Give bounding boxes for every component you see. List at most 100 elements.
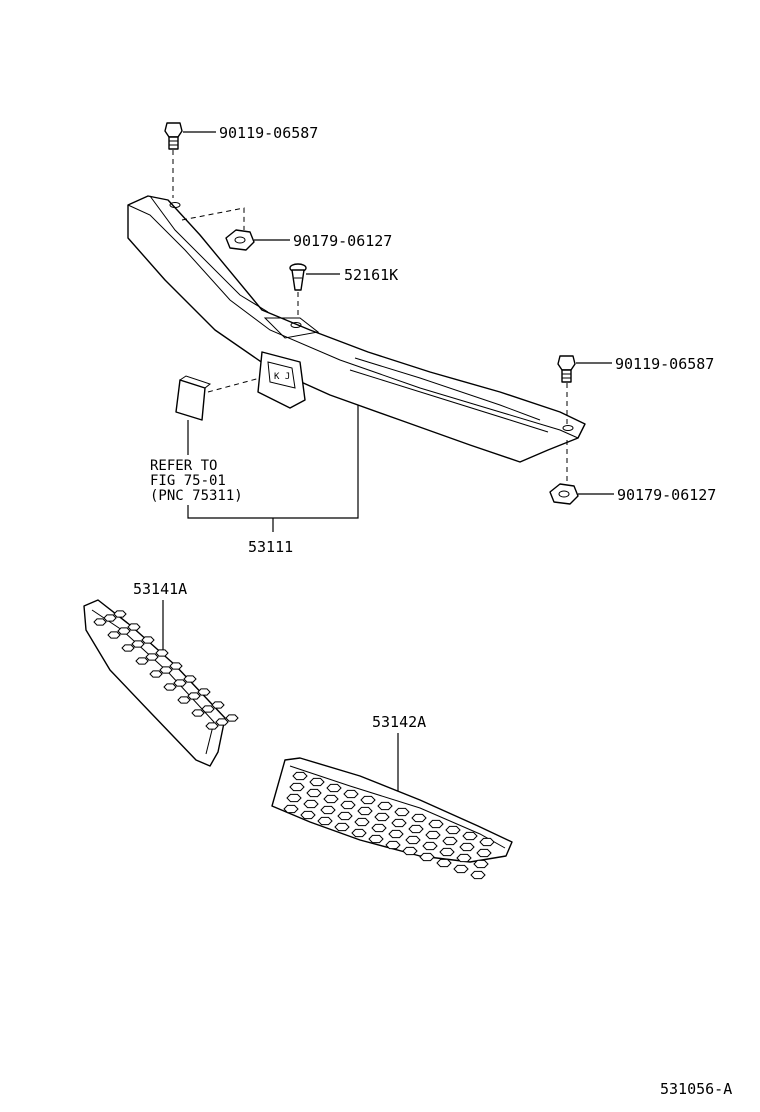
radiator-grille-retainer (127, 195, 586, 463)
grille-mesh-cell (456, 853, 472, 863)
grille-mesh-cell (411, 813, 427, 823)
grille-mesh-cell (127, 623, 141, 631)
grille-mesh-cell (187, 692, 201, 700)
grille-mesh-cell (402, 846, 418, 856)
grille-mesh-cell (340, 800, 356, 810)
grille-mesh-cell (145, 653, 159, 661)
grille-mesh-cell (309, 777, 325, 787)
grille-mesh-cell (337, 811, 353, 821)
grille-mesh-cell (117, 627, 131, 635)
grille-mesh-cell (371, 823, 387, 833)
grille-mesh-cell (201, 705, 215, 713)
grille-mesh-cell (149, 670, 163, 678)
grille-mesh-cell (374, 812, 390, 822)
grille-mesh-cell (357, 806, 373, 816)
reference-note-line2: FIG 75-01 (150, 473, 226, 489)
grille-mesh-cell (394, 807, 410, 817)
label-bolt-top: 90119-06587 (219, 124, 318, 142)
grille-mesh-cell (93, 618, 107, 626)
grille-mesh-cell (183, 675, 197, 683)
label-nut-top: 90179-06127 (293, 232, 392, 250)
grille-mesh-cell (173, 679, 187, 687)
grille-mesh-cell (177, 696, 191, 704)
nut-right-icon (549, 483, 579, 505)
grille-mesh-cell (163, 683, 177, 691)
label-clip: 52161K (344, 266, 398, 284)
grille-mesh-cell (211, 701, 225, 709)
grille-mesh-cell (135, 657, 149, 665)
label-grille-right: 53142A (372, 713, 426, 731)
dash-nut-top (181, 207, 245, 230)
bolt-top-icon (164, 122, 183, 150)
grille-mesh-cell (303, 799, 319, 809)
grille-mesh-cell (425, 830, 441, 840)
grille-mesh-cell (442, 836, 458, 846)
bolt-right-icon (557, 355, 576, 383)
grille-mesh-cell (343, 789, 359, 799)
grille-mesh-cell (439, 847, 455, 857)
grille-mesh-cell (197, 688, 211, 696)
grille-mesh-cell (141, 636, 155, 644)
grille-mesh-cell (317, 816, 333, 826)
grille-mesh-cell (320, 805, 336, 815)
label-retainer: 53111 (248, 538, 293, 556)
grille-mesh-cell (462, 831, 478, 841)
grille-mesh-cell (473, 859, 489, 869)
grille-mesh-cell (479, 837, 495, 847)
grille-mesh-cell (351, 828, 367, 838)
grille-mesh-cell (470, 870, 486, 880)
grille-mesh-cell (131, 640, 145, 648)
figure-code: 531056-A (660, 1080, 732, 1098)
grille-mesh-cell (419, 852, 435, 862)
reference-note-line3: (PNC 75311) (150, 488, 243, 504)
label-bolt-right: 90119-06587 (615, 355, 714, 373)
svg-text:K J: K J (274, 372, 290, 382)
grille-mesh-cell (191, 709, 205, 717)
label-nut-right: 90179-06127 (617, 486, 716, 504)
grille-mesh-cell (292, 771, 308, 781)
grille-mesh-cell (205, 722, 219, 730)
grille-mesh-cell (422, 841, 438, 851)
grille-mesh-cell (300, 810, 316, 820)
grille-mesh-cell (169, 662, 183, 670)
center-bracket: K J (257, 351, 306, 409)
clip-icon (289, 263, 307, 291)
grille-mesh-cell (326, 783, 342, 793)
grille-mesh-cell (323, 794, 339, 804)
grille-mesh-cell (405, 835, 421, 845)
grille-left (83, 599, 239, 767)
grille-mesh-cell (283, 804, 299, 814)
grille-mesh-cell (155, 649, 169, 657)
grille-mesh-cell (121, 644, 135, 652)
grille-mesh-cell (286, 793, 302, 803)
grille-mesh-cell (334, 822, 350, 832)
grille-mesh-cell (225, 714, 239, 722)
grille-mesh-cell (289, 782, 305, 792)
grille-mesh-cell (360, 795, 376, 805)
grille-mesh-cell (113, 610, 127, 618)
grille-mesh-cell (445, 825, 461, 835)
pad-dash-line (207, 377, 261, 393)
grille-mesh-cell (354, 817, 370, 827)
reference-pad (175, 375, 212, 421)
grille-mesh-cell (391, 818, 407, 828)
grille-mesh-cell (408, 824, 424, 834)
grille-mesh-cell (385, 840, 401, 850)
grille-right (271, 757, 513, 880)
grille-mesh-cell (159, 666, 173, 674)
reference-note-line1: REFER TO (150, 458, 217, 474)
grille-mesh-cell (428, 819, 444, 829)
grille-mesh-cell (103, 614, 117, 622)
grille-mesh-cell (107, 631, 121, 639)
grille-mesh-cell (453, 864, 469, 874)
grille-mesh-cell (436, 858, 452, 868)
label-grille-left: 53141A (133, 580, 187, 598)
grille-mesh-cell (377, 801, 393, 811)
grille-mesh-cell (215, 718, 229, 726)
nut-top-icon (225, 229, 255, 251)
grille-mesh-cell (476, 848, 492, 858)
grille-mesh-cell (368, 834, 384, 844)
grille-mesh-cell (388, 829, 404, 839)
